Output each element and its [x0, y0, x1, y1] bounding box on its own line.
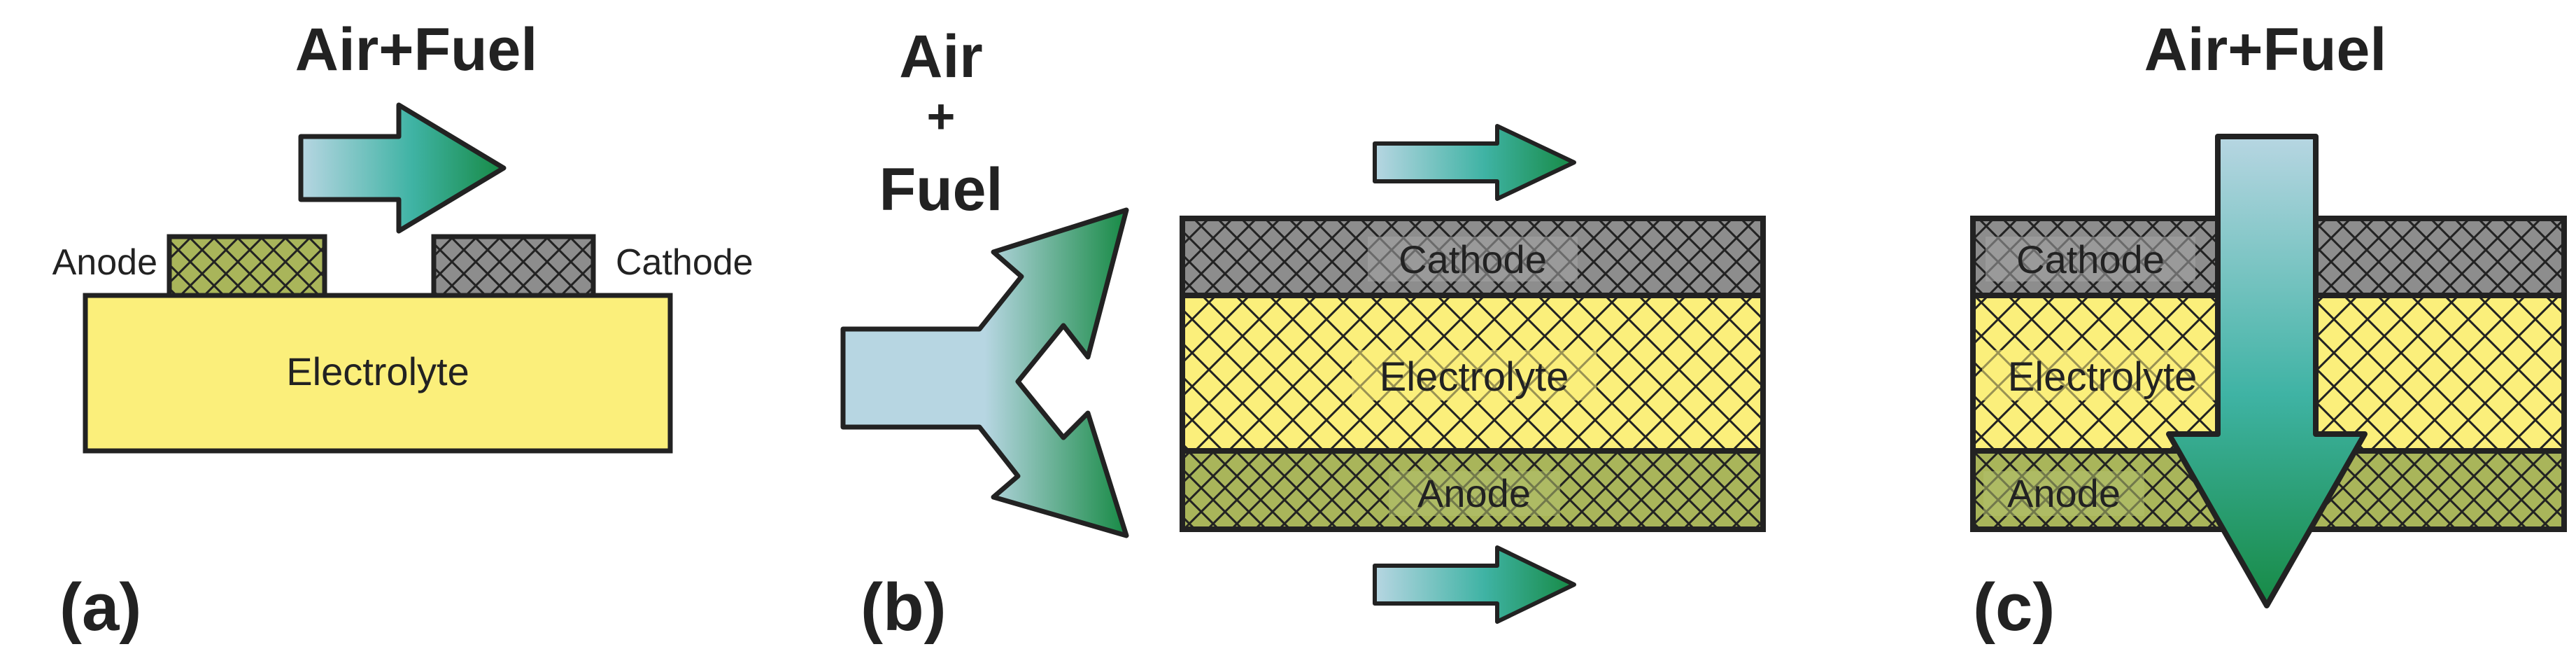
electrolyte-label: Electrolyte — [286, 349, 469, 393]
panel-b: Air + Fuel Cathode Electrolyte Anode (b) — [840, 23, 1766, 645]
panel-b-title-fuel: Fuel — [879, 156, 1003, 223]
panel-a-title: Air+Fuel — [295, 16, 537, 83]
split-flow-arrow-icon — [840, 207, 1129, 538]
panel-c: Air+Fuel Cathode Electrolyte Anode (c) — [1970, 16, 2567, 645]
through-flow-arrow-icon — [2166, 134, 2368, 608]
anode-label: Anode — [1417, 471, 1531, 515]
anode-label: Anode — [2007, 471, 2121, 515]
cathode-electrode — [431, 234, 596, 298]
panel-a-label: (a) — [59, 570, 141, 645]
anode-label: Anode — [52, 242, 157, 283]
electrolyte-label: Electrolyte — [2008, 354, 2198, 400]
top-flow-arrow-icon — [1373, 124, 1576, 201]
panel-c-title: Air+Fuel — [2144, 16, 2386, 83]
panel-b-title-plus: + — [927, 89, 956, 144]
cathode-label: Cathode — [2016, 237, 2165, 281]
electrolyte-layer — [83, 293, 673, 454]
cathode-label: Cathode — [616, 242, 753, 283]
anode-electrode — [167, 234, 327, 298]
panel-c-label: (c) — [1973, 570, 2055, 645]
panel-a: Air+Fuel Anode Cathode Electrolyte (a) — [52, 16, 753, 645]
electrolyte-label: Electrolyte — [1380, 354, 1569, 400]
panel-b-title-air: Air — [899, 23, 982, 90]
cathode-label: Cathode — [1399, 237, 1547, 281]
gas-flow-arrow-icon — [298, 102, 507, 234]
bottom-flow-arrow-icon — [1373, 545, 1576, 624]
panel-b-label: (b) — [861, 570, 947, 645]
